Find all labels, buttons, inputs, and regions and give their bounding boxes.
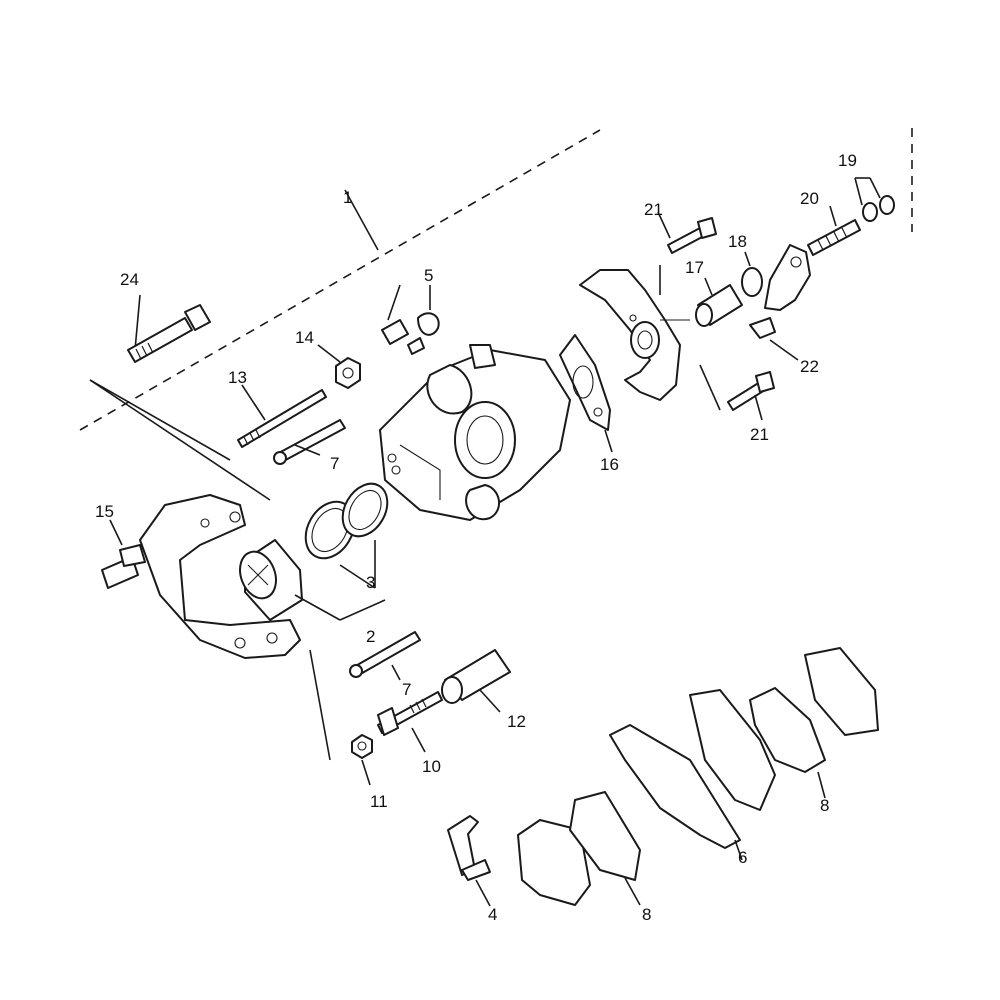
assembly-outline bbox=[79, 128, 913, 501]
label-part-19: 19 bbox=[838, 151, 857, 170]
part-20-spring bbox=[807, 205, 861, 256]
label-part-5: 5 bbox=[424, 266, 433, 285]
label-part-12: 12 bbox=[507, 712, 526, 731]
part-6-pad-carrier bbox=[609, 689, 776, 861]
label-part-22: 22 bbox=[800, 357, 819, 376]
part-17-sleeve bbox=[695, 277, 743, 327]
part-11-nut bbox=[351, 734, 373, 786]
part-8-pad-lower bbox=[517, 791, 641, 906]
part-number-labels: 1 2 3 4 5 6 7 7 8 8 10 11 12 13 14 15 16… bbox=[95, 151, 857, 924]
part-8-pad-upper bbox=[749, 647, 879, 799]
label-part-4: 4 bbox=[488, 905, 497, 924]
label-part-2: 2 bbox=[366, 627, 375, 646]
label-part-24: 24 bbox=[120, 270, 139, 289]
part-7-pin-upper bbox=[273, 419, 346, 465]
label-part-17: 17 bbox=[685, 258, 704, 277]
part-24-bolt bbox=[127, 294, 211, 363]
label-part-6: 6 bbox=[738, 848, 747, 867]
label-part-18: 18 bbox=[728, 232, 747, 251]
label-part-13: 13 bbox=[228, 368, 247, 387]
support-bracket bbox=[139, 494, 301, 659]
label-part-16: 16 bbox=[600, 455, 619, 474]
part-14-nut bbox=[317, 344, 361, 389]
mounting-plate bbox=[579, 265, 721, 411]
part-5-bleed-screw bbox=[381, 284, 440, 355]
label-part-21-upper: 21 bbox=[644, 200, 663, 219]
caliper-body bbox=[379, 344, 571, 521]
label-part-1: 1 bbox=[343, 188, 352, 207]
part-4-clip bbox=[447, 815, 491, 907]
label-part-15: 15 bbox=[95, 502, 114, 521]
part-18-o-ring bbox=[741, 251, 763, 297]
label-part-7-lower: 7 bbox=[402, 680, 411, 699]
label-part-21-lower: 21 bbox=[750, 425, 769, 444]
label-part-10: 10 bbox=[422, 757, 441, 776]
part-3-seals bbox=[304, 482, 389, 589]
part-19-washers bbox=[854, 177, 895, 222]
part-13-bolt bbox=[237, 384, 327, 448]
label-part-11: 11 bbox=[370, 792, 388, 811]
part-12-sleeve-bolt bbox=[441, 649, 511, 713]
part-21-bolt-upper bbox=[657, 211, 717, 254]
label-part-8-lower: 8 bbox=[642, 905, 651, 924]
label-part-7-upper: 7 bbox=[330, 454, 339, 473]
part-15-collar-bolt bbox=[101, 519, 146, 589]
label-part-14: 14 bbox=[295, 328, 314, 347]
part-2-piston bbox=[239, 539, 386, 621]
part-16-gasket bbox=[559, 334, 613, 453]
part-7-pin-lower bbox=[309, 631, 421, 761]
label-part-3: 3 bbox=[366, 573, 375, 592]
part-21-bolt-lower bbox=[727, 371, 775, 421]
part-22-clip bbox=[749, 317, 799, 361]
part-10-bolt bbox=[377, 691, 443, 753]
pad-retainer-bracket bbox=[764, 244, 811, 311]
label-part-20: 20 bbox=[800, 189, 819, 208]
label-part-8-upper: 8 bbox=[820, 796, 829, 815]
